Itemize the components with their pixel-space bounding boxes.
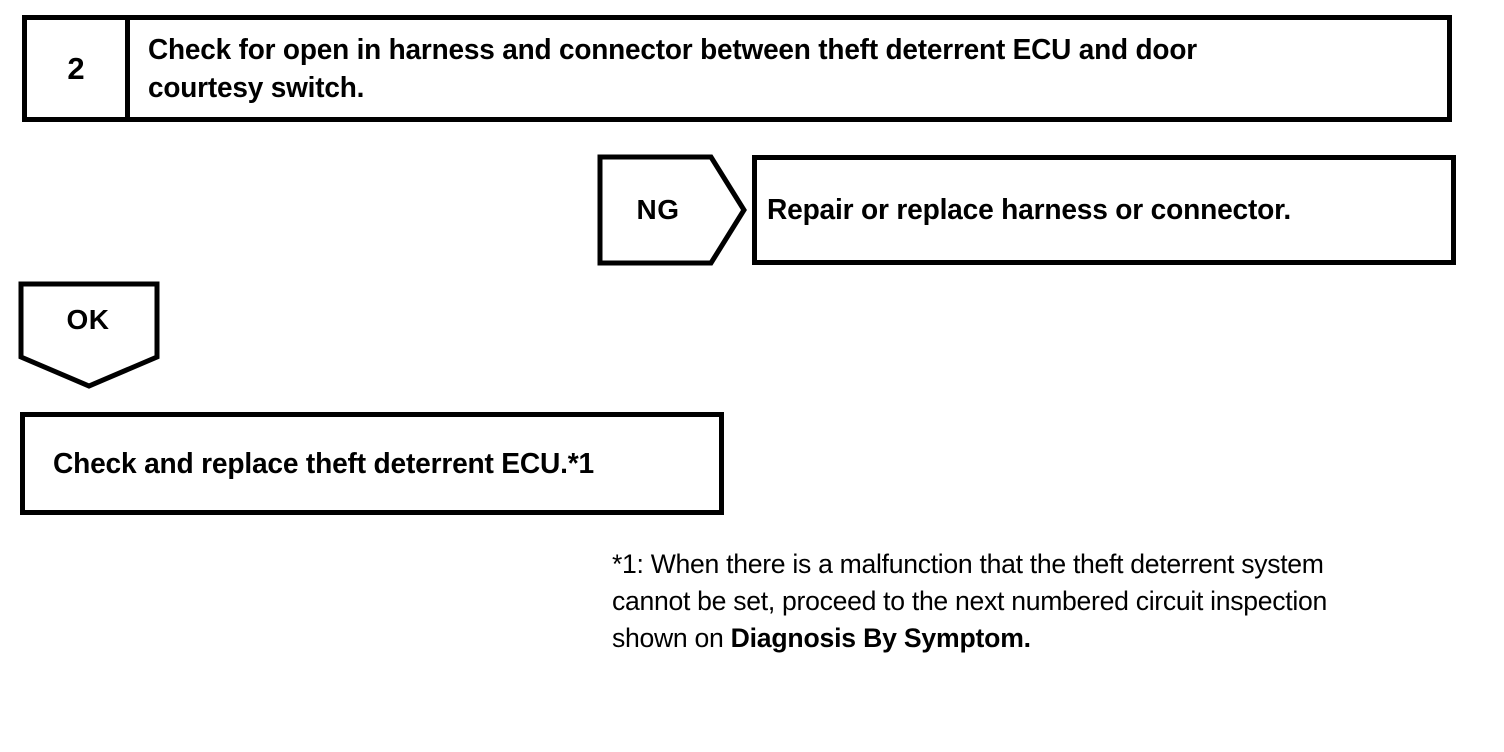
step-number-cell: 2 [27,20,130,117]
step-instruction-text: Check for open in harness and connector … [148,31,1197,107]
ok-action-text: Check and replace theft deterrent ECU.*1 [53,447,594,480]
ng-action-text: Repair or replace harness or connector. [767,194,1291,226]
footnote-line-3-text: shown on [612,623,731,653]
inspection-step-box: 2 Check for open in harness and connecto… [22,15,1452,122]
footnote-line-2: cannot be set, proceed to the next numbe… [612,586,1327,616]
footnote-block: *1: When there is a malfunction that the… [612,546,1482,657]
step-instruction-cell: Check for open in harness and connector … [130,20,1447,117]
ok-branch-arrow-shape [18,281,160,389]
footnote-reference-link: Diagnosis By Symptom. [730,623,1031,653]
ng-branch-arrow-shape [597,154,747,266]
step-number: 2 [67,51,85,86]
step-instruction-line-2: courtesy switch. [148,71,365,104]
step-instruction-line-1: Check for open in harness and connector … [148,33,1197,66]
ok-action-box: Check and replace theft deterrent ECU.*1 [20,412,724,515]
footnote-line-3: shown on Diagnosis By Symptom. [612,620,1469,657]
ng-action-box: Repair or replace harness or connector. [752,155,1456,265]
footnote-line-1: *1: When there is a malfunction that the… [612,549,1324,579]
